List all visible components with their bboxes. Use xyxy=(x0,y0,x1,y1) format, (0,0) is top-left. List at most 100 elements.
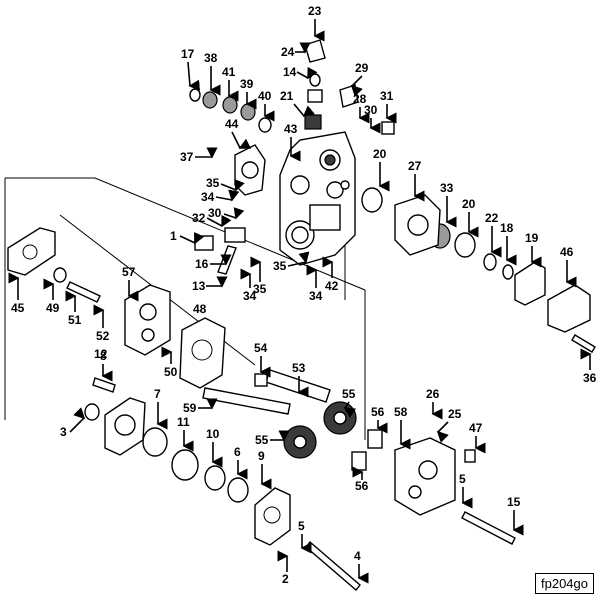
callout-37: 37 xyxy=(180,147,218,164)
svg-text:17: 17 xyxy=(181,47,195,61)
svg-text:59: 59 xyxy=(183,401,197,415)
plate-19 xyxy=(514,261,546,306)
svg-text:30: 30 xyxy=(364,103,378,117)
callout-38: 38 xyxy=(204,51,221,96)
callout-34c: 34 xyxy=(306,264,323,303)
svg-text:46: 46 xyxy=(560,245,574,259)
callout-53: 53 xyxy=(292,361,309,398)
svg-text:33: 33 xyxy=(440,181,454,195)
svg-text:13: 13 xyxy=(192,279,206,293)
callout-20a: 20 xyxy=(373,147,390,192)
callout-5a: 5 xyxy=(298,519,312,554)
svg-text:47: 47 xyxy=(469,421,483,435)
svg-text:12: 12 xyxy=(94,347,108,361)
figure-id-label: fp204go xyxy=(535,573,594,594)
callout-59: 59 xyxy=(183,398,218,415)
callout-13: 13 xyxy=(192,276,228,293)
svg-text:21: 21 xyxy=(280,89,294,103)
callout-7: 7 xyxy=(154,387,168,430)
svg-text:18: 18 xyxy=(500,221,514,235)
callout-10: 10 xyxy=(206,427,223,468)
callout-29: 29 xyxy=(350,61,369,97)
svg-text:37: 37 xyxy=(180,150,194,164)
svg-text:32: 32 xyxy=(192,211,206,225)
svg-text:3: 3 xyxy=(60,425,67,439)
svg-text:56: 56 xyxy=(371,405,385,419)
svg-text:35: 35 xyxy=(253,282,267,296)
callout-56b: 56 xyxy=(352,466,369,493)
callout-21: 21 xyxy=(280,89,315,118)
callout-56a: 56 xyxy=(371,405,388,434)
callout-35b: 35 xyxy=(250,256,267,296)
callout-1: 1 xyxy=(170,229,205,245)
callout-23: 23 xyxy=(308,4,325,42)
svg-text:26: 26 xyxy=(426,387,440,401)
callout-6: 6 xyxy=(234,445,248,480)
svg-text:55: 55 xyxy=(255,433,269,447)
callout-12: 12 xyxy=(94,347,108,361)
bushing-56-lower xyxy=(351,451,367,471)
callout-25: 25 xyxy=(436,407,462,443)
svg-text:29: 29 xyxy=(355,61,369,75)
svg-text:56: 56 xyxy=(355,479,369,493)
callout-43: 43 xyxy=(284,122,301,162)
gear-55-lower xyxy=(283,425,317,459)
svg-text:19: 19 xyxy=(525,231,539,245)
callout-34b: 34 xyxy=(240,268,257,303)
svg-text:7: 7 xyxy=(154,387,161,401)
svg-text:34: 34 xyxy=(201,190,215,204)
svg-text:41: 41 xyxy=(222,65,236,79)
svg-text:58: 58 xyxy=(394,405,408,419)
callout-3: 3 xyxy=(60,407,86,439)
callout-34a: 34 xyxy=(201,189,240,204)
svg-text:38: 38 xyxy=(204,51,218,65)
callouts: 1 2 3 4 5 5 6 7 8 9 10 11 12 13 14 15 16… xyxy=(8,4,597,586)
end-cover-57 xyxy=(124,284,171,356)
callout-22: 22 xyxy=(485,211,502,258)
svg-text:35: 35 xyxy=(273,259,287,273)
callout-39: 39 xyxy=(240,77,257,110)
flange-8 xyxy=(104,397,146,456)
svg-text:30: 30 xyxy=(208,206,222,220)
svg-text:51: 51 xyxy=(68,313,82,327)
callout-8: 8 xyxy=(100,349,113,382)
svg-text:34: 34 xyxy=(243,289,257,303)
svg-text:10: 10 xyxy=(206,427,220,441)
callout-45: 45 xyxy=(8,272,25,315)
callout-17: 17 xyxy=(181,47,201,91)
callout-4: 4 xyxy=(354,549,369,584)
svg-text:31: 31 xyxy=(380,89,394,103)
callout-30a: 30 xyxy=(364,103,381,134)
svg-text:2: 2 xyxy=(282,572,289,586)
svg-text:25: 25 xyxy=(448,407,462,421)
svg-text:48: 48 xyxy=(193,302,207,316)
callout-20b: 20 xyxy=(462,197,479,238)
svg-text:54: 54 xyxy=(254,341,268,355)
svg-text:5: 5 xyxy=(459,472,466,486)
svg-text:15: 15 xyxy=(507,495,521,509)
svg-text:11: 11 xyxy=(177,415,190,429)
svg-text:6: 6 xyxy=(234,445,241,459)
rear-housing-58 xyxy=(394,437,456,516)
callout-19: 19 xyxy=(525,231,542,268)
svg-text:9: 9 xyxy=(258,449,265,463)
callout-35a: 35 xyxy=(206,176,245,192)
callout-44: 44 xyxy=(225,117,252,149)
callout-47: 47 xyxy=(469,421,486,454)
callout-51: 51 xyxy=(65,290,82,327)
svg-text:40: 40 xyxy=(258,89,272,103)
callout-54: 54 xyxy=(254,341,271,378)
callout-33: 33 xyxy=(440,181,457,228)
callout-5b: 5 xyxy=(459,472,473,509)
svg-text:43: 43 xyxy=(284,122,298,136)
callout-55b: 55 xyxy=(255,430,290,447)
callout-35c: 35 xyxy=(273,251,310,273)
callout-40: 40 xyxy=(258,89,275,122)
svg-text:24: 24 xyxy=(281,45,295,59)
callout-2: 2 xyxy=(277,550,289,586)
svg-text:55: 55 xyxy=(342,387,356,401)
callout-52: 52 xyxy=(93,304,110,343)
svg-text:14: 14 xyxy=(283,65,297,79)
svg-text:5: 5 xyxy=(298,519,305,533)
